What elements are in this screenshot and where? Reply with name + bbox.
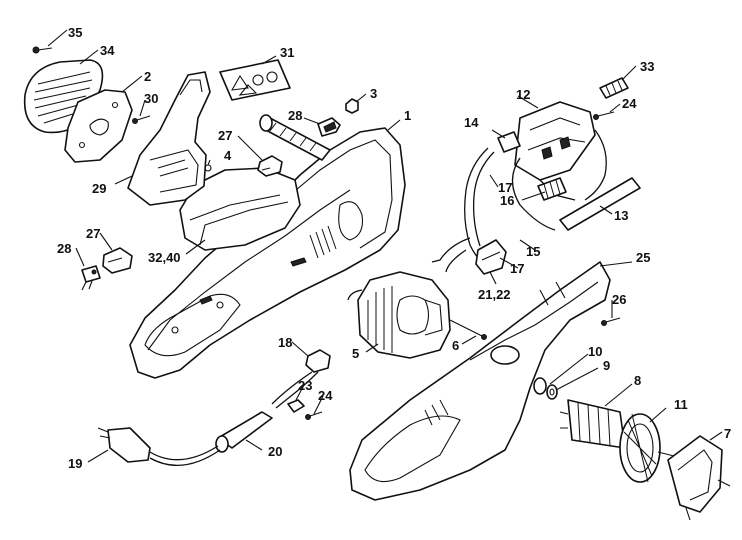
callout-34: 34 bbox=[100, 43, 115, 58]
callout-35: 35 bbox=[68, 25, 82, 40]
callout-9: 9 bbox=[603, 358, 610, 373]
callout-16: 16 bbox=[500, 193, 514, 208]
leader-lines bbox=[47, 29, 723, 463]
callout-17-upper: 17 bbox=[498, 180, 512, 195]
strip-13 bbox=[559, 177, 641, 231]
fan-wheel bbox=[619, 413, 675, 483]
callout-20: 20 bbox=[268, 444, 282, 459]
callout-8: 8 bbox=[634, 373, 641, 388]
callout-26: 26 bbox=[612, 292, 626, 307]
clip-23 bbox=[287, 399, 305, 413]
callout-17-lower: 17 bbox=[510, 261, 524, 276]
callout-29: 29 bbox=[92, 181, 106, 196]
housing-right bbox=[349, 261, 611, 501]
callout-18: 18 bbox=[278, 335, 292, 350]
callout-6: 6 bbox=[452, 338, 459, 353]
handle-tube bbox=[259, 114, 331, 161]
callout-5: 5 bbox=[352, 346, 359, 361]
block-28-upper bbox=[317, 117, 341, 137]
switch-27-lower bbox=[102, 247, 133, 274]
armature bbox=[559, 399, 626, 449]
washer-10 bbox=[533, 377, 547, 395]
bracket-7 bbox=[667, 435, 731, 521]
callout-4: 4 bbox=[224, 148, 232, 163]
callout-28-upper: 28 bbox=[288, 108, 302, 123]
washer-9 bbox=[546, 384, 558, 400]
callout-30: 30 bbox=[144, 91, 158, 106]
callout-11: 11 bbox=[674, 397, 688, 412]
screw-30 bbox=[132, 115, 151, 124]
callout-3: 3 bbox=[370, 86, 377, 101]
callout-28-lower: 28 bbox=[57, 241, 71, 256]
callout-labels: 35 34 2 30 29 4 27 31 3 28 1 32,40 27 28… bbox=[57, 25, 731, 471]
callout-24-lower: 24 bbox=[318, 388, 333, 403]
screw-24-upper bbox=[593, 111, 615, 120]
callout-25: 25 bbox=[636, 250, 650, 265]
plug-28-lower bbox=[81, 265, 101, 291]
callout-1: 1 bbox=[404, 108, 411, 123]
callout-27-upper: 27 bbox=[218, 128, 232, 143]
wire-harness bbox=[431, 129, 607, 273]
warning-label bbox=[219, 59, 291, 101]
stator bbox=[347, 271, 451, 359]
callout-15: 15 bbox=[526, 244, 540, 259]
callout-14: 14 bbox=[464, 115, 479, 130]
callout-21-22: 21,22 bbox=[478, 287, 511, 302]
motor-cover bbox=[179, 167, 301, 251]
callout-13: 13 bbox=[614, 208, 628, 223]
spring-33 bbox=[599, 77, 629, 99]
switch-module bbox=[514, 101, 596, 181]
nut-3 bbox=[345, 98, 359, 114]
power-cord bbox=[97, 411, 273, 466]
callout-33: 33 bbox=[640, 59, 654, 74]
callout-24-upper: 24 bbox=[622, 96, 637, 111]
switch-21-22 bbox=[475, 239, 507, 275]
callout-19: 19 bbox=[68, 456, 82, 471]
switch-18 bbox=[271, 349, 331, 409]
callout-12: 12 bbox=[516, 87, 530, 102]
callout-27-lower: 27 bbox=[86, 226, 100, 241]
callout-2: 2 bbox=[144, 69, 151, 84]
callout-7: 7 bbox=[724, 426, 731, 441]
rear-handle bbox=[127, 71, 211, 206]
callout-31: 31 bbox=[280, 45, 294, 60]
screw-35 bbox=[32, 46, 53, 54]
capacitor-16 bbox=[537, 177, 567, 201]
screw-26 bbox=[601, 317, 621, 326]
callout-32-40: 32,40 bbox=[148, 250, 181, 265]
switch-27-upper bbox=[257, 155, 283, 177]
plate-2 bbox=[64, 89, 133, 163]
screw-6 bbox=[449, 319, 487, 340]
callout-10: 10 bbox=[588, 344, 602, 359]
callout-23: 23 bbox=[298, 378, 312, 393]
screw-24-lower bbox=[305, 411, 323, 420]
